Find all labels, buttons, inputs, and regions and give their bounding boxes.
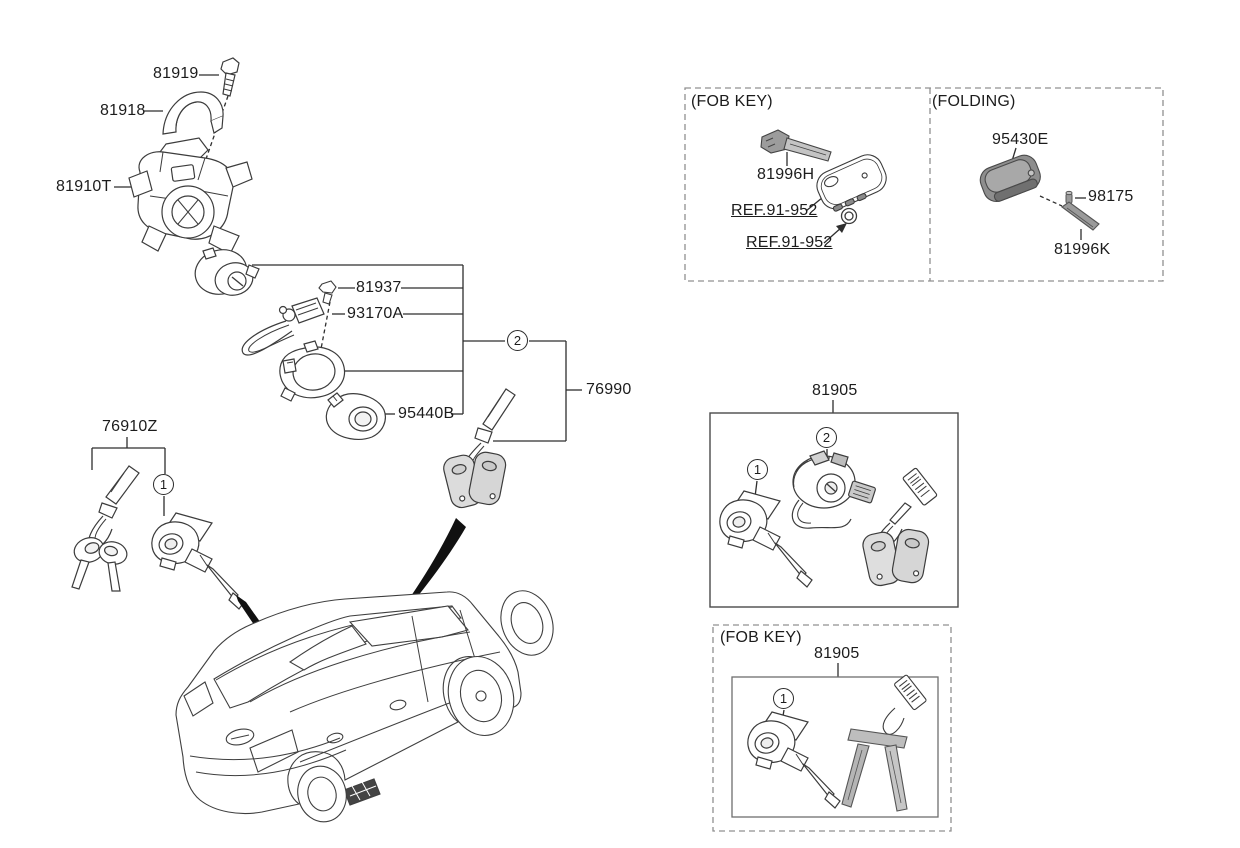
box-81905: [709, 412, 959, 608]
part-label-93170A: 93170A: [347, 305, 404, 322]
part-grommet-ring: [840, 207, 858, 225]
part-label-76910Z: 76910Z: [102, 418, 158, 435]
bumper-reflector: [343, 778, 381, 806]
callout-2-box-number: 2: [822, 430, 831, 445]
part-label-76990: 76990: [586, 381, 632, 398]
part-ignition-switch-81905: [791, 450, 876, 529]
part-key-blades-fob-81905: [841, 674, 927, 812]
section-label-fob-key-bottom: (FOB KEY): [720, 629, 802, 646]
part-label-81910T: 81910T: [56, 178, 112, 195]
dashed-box-fob-folding: [684, 87, 1164, 282]
callout-1-main: 1: [153, 474, 174, 495]
part-door-lock-main: [151, 512, 245, 610]
part-antenna-coil: [279, 340, 346, 402]
section-label-folding: (FOLDING): [932, 93, 1016, 110]
dashed-box-fob-81905: [712, 624, 952, 832]
ref-label-bottom: REF.91-952: [746, 234, 833, 251]
part-keyset-76990: [443, 388, 516, 509]
part-keyset-81905: [862, 467, 938, 587]
inner-box-81905-fob: [731, 676, 939, 818]
part-label-81996K: 81996K: [1054, 241, 1111, 258]
part-knob-95440B: [325, 392, 386, 440]
part-screw-81937: [318, 280, 337, 305]
callout-1-main-number: 1: [159, 477, 168, 492]
callout-1-fob-box: 1: [773, 688, 794, 709]
part-label-95440B: 95440B: [398, 405, 455, 422]
callout-1-box: 1: [747, 459, 768, 480]
callout-1-fob-box-number: 1: [779, 691, 788, 706]
part-label-81905-fob: 81905: [814, 645, 860, 662]
part-keyset-76910Z: [71, 465, 140, 592]
part-label-95430E: 95430E: [992, 131, 1049, 148]
part-door-lock-81905: [719, 490, 813, 588]
part-label-81919: 81919: [153, 65, 199, 82]
vehicle-illustration: [175, 590, 554, 823]
callout-2-box: 2: [816, 427, 837, 448]
part-label-81918: 81918: [100, 102, 146, 119]
part-fob-body: [816, 154, 887, 212]
callout-2-main: 2: [507, 330, 528, 351]
part-blade-81996K: [1061, 201, 1100, 231]
part-blade-81996H: [760, 129, 832, 162]
part-lock-cylinder: [194, 247, 260, 296]
section-label-fob-key-top: (FOB KEY): [691, 93, 773, 110]
part-label-98175: 98175: [1088, 188, 1134, 205]
ref-label-top: REF.91-952: [731, 202, 818, 219]
part-ignition-lock-81910T: [128, 137, 253, 255]
part-cover-81918: [162, 91, 224, 135]
group-boxes: [684, 87, 1164, 832]
callout-2-main-number: 2: [513, 333, 522, 348]
part-screw-81919: [220, 57, 240, 97]
part-switch-93170A: [241, 297, 325, 356]
part-folding-key-95430E: [979, 154, 1041, 203]
part-label-81996H: 81996H: [757, 166, 815, 183]
part-label-81905-main: 81905: [812, 382, 858, 399]
part-label-81937: 81937: [356, 279, 402, 296]
callout-1-box-number: 1: [753, 462, 762, 477]
part-door-lock-fob-81905: [747, 711, 841, 809]
